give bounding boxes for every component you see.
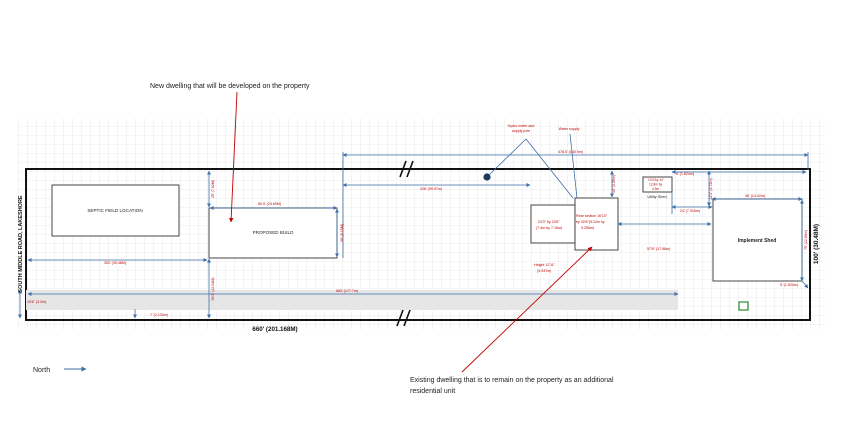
proposed-build-label: PROPOSED BUILD [253, 230, 295, 235]
hydro-label-line1: Hydro meter and [508, 124, 535, 128]
septic-label: SEPTIC FIELD LOCATION [87, 208, 142, 213]
existing-dwelling-note-line2: residential unit [410, 388, 455, 395]
dim-24: 24' (7.316m) [680, 209, 700, 213]
dim-25: 25' (7.62M) [211, 180, 215, 198]
existing-dwelling-rear [574, 197, 619, 251]
proposed-build [208, 207, 338, 259]
implement-shed-label: Implement Shed [738, 238, 777, 244]
dim-5: 5' (1.524m) [780, 283, 798, 287]
existing-rear-dims-line3: 9.296m) [581, 226, 594, 230]
dim-39: 39.5' (12.04M) [211, 277, 215, 300]
implement-shed [712, 198, 803, 282]
dim-300: 300' (30.48M) [104, 261, 126, 265]
height-label-line2: (3.937m) [537, 269, 551, 273]
driveway-strip [26, 290, 678, 310]
existing-dwelling-pointer [461, 246, 593, 373]
dim-10-utility: 10' (3.05m) [612, 175, 616, 193]
dim-80: 80.5' (24.69M) [258, 202, 281, 206]
dim-57: 57'8" (17.58m) [647, 247, 670, 251]
utility-shed-label: Utility Shed [647, 195, 666, 199]
septic-field [51, 184, 180, 237]
utility-dims-line1: 10'4"by 14' [648, 178, 664, 182]
existing-dwelling-note-line1: Existing dwelling that is to remain on t… [410, 377, 614, 384]
dim-75: 75' (22.86m) [804, 230, 808, 250]
water-label: Water supply [559, 127, 580, 131]
existing-front-dims-line2: (7.4m by 7.16m) [536, 226, 562, 230]
dim-6: 6' (1.824m) [676, 172, 694, 176]
existing-dwelling-front [530, 204, 576, 244]
dimension-lines [18, 152, 809, 319]
dim-7: 7' (2.134m) [150, 313, 168, 317]
hydro-label-line2: supply pole [512, 129, 530, 133]
hydro-pole-icon [483, 173, 491, 181]
north-label: North [33, 367, 50, 374]
dim-22: 22'1" (6.72m) [709, 178, 713, 199]
break-mark-top [399, 160, 414, 178]
dim-10: 10'6" (3.2m) [27, 300, 46, 304]
road-label: SOUTH MIDDLE ROAD, LAKESHORE [18, 195, 24, 293]
height-label-line1: Height 12'11" [534, 263, 556, 267]
dim-30: 30' (9.15M) [340, 224, 344, 242]
dim-46: 46' (14.02m) [745, 194, 765, 198]
callout-lines [488, 133, 578, 199]
break-mark-bottom [396, 309, 411, 327]
existing-front-dims-line1: 24'3" by 23'6" [538, 220, 560, 224]
dim-583: 583' (177.7m) [336, 289, 358, 293]
dim-328: 328' (99.97m) [420, 187, 442, 191]
new-dwelling-note: New dwelling that will be developed on t… [150, 83, 310, 90]
utility-shed [642, 176, 673, 193]
lot-width-label: 100' (30.48M) [813, 224, 820, 264]
existing-rear-dims-line1: Rear section 16'10" [576, 214, 608, 218]
dim-478: 478.5' (145.9m) [558, 150, 583, 154]
new-dwelling-pointer [228, 91, 238, 223]
existing-rear-dims-line2: by 30'6"(5.12m by [576, 220, 605, 224]
utility-dims-line2: 12.8m by [649, 183, 663, 187]
green-marker-icon [738, 301, 749, 311]
lot-length-label: 660' (201.168M) [252, 326, 297, 333]
property-boundary [25, 168, 811, 321]
utility-dims-line3: 4.3m [652, 187, 659, 191]
